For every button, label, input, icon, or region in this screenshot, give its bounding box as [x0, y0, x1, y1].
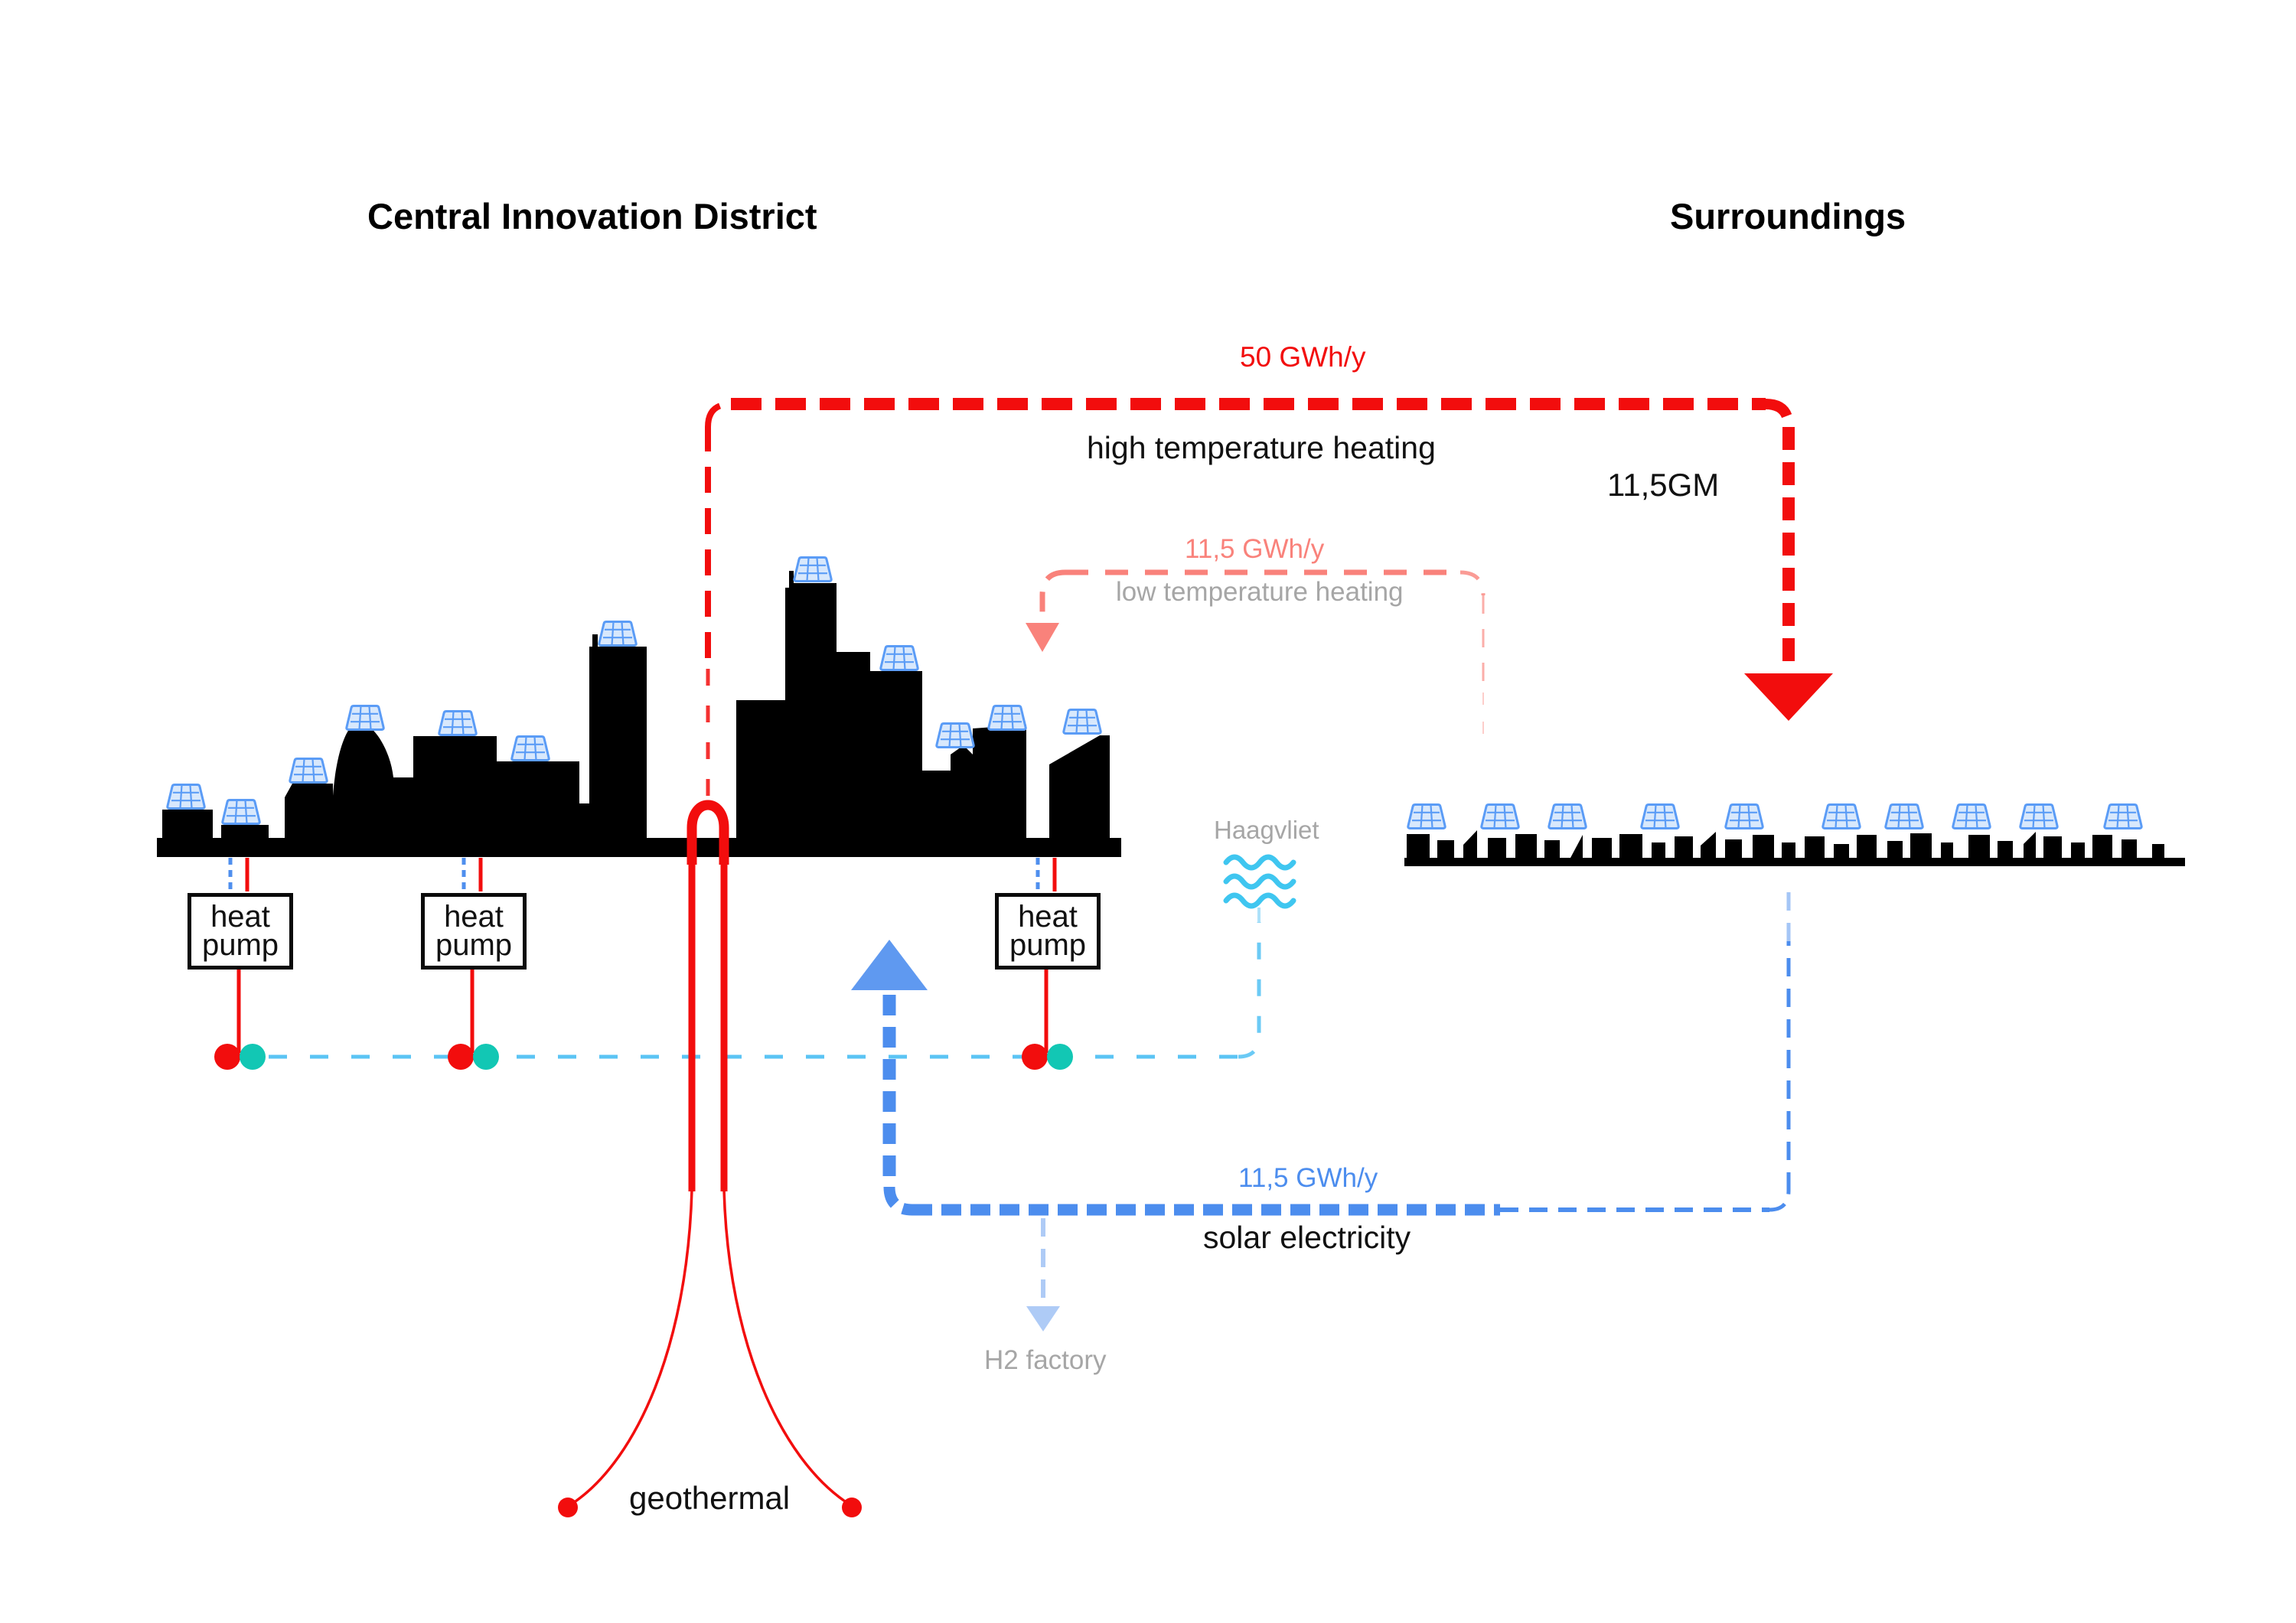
solar-panel-icon [935, 722, 975, 748]
solar-panel-icon [2019, 803, 2059, 829]
right-city-skyline [1404, 830, 2185, 866]
solar-panel-icon [510, 735, 550, 761]
solar-panel-icon [166, 784, 206, 810]
solar-panel-icon [1952, 803, 1991, 829]
heat-pump-label-line1: heat [444, 899, 504, 934]
heat-pump-label-line2: pump [201, 928, 279, 962]
high-temperature-heating-flow [705, 398, 1833, 796]
solar-panel-icon [793, 556, 833, 582]
heat-pump-box: heat pump [421, 893, 527, 970]
heat-pump-label-line1: heat [210, 899, 270, 934]
hot-side-dot [448, 1044, 474, 1070]
geothermal-loop [558, 800, 862, 1517]
pink-arrow-down-icon [1026, 623, 1059, 652]
hot-side-dot [1022, 1044, 1048, 1070]
cold-side-dot [240, 1044, 266, 1070]
solar-panel-icon [345, 705, 385, 731]
electricity-distribution-line [227, 908, 1261, 1059]
heat-pump-box: heat pump [995, 893, 1101, 970]
haagvliet-label: Haagvliet [1214, 816, 1319, 844]
district-title: Central Innovation District [367, 196, 817, 236]
geothermal-well-dot [842, 1498, 862, 1517]
solar-panel-icon [598, 621, 638, 647]
right-city-solar-panels [1407, 803, 2143, 829]
geothermal-label: geothermal [629, 1480, 791, 1516]
left-city-skyline [157, 571, 1121, 857]
solar-electricity-label: solar electricity [1203, 1220, 1411, 1255]
cold-side-dot [1047, 1044, 1073, 1070]
geothermal-well-dot [558, 1498, 578, 1517]
solar-panel-icon [879, 645, 919, 671]
high-temp-capacity-label: 11,5GM [1607, 467, 1720, 503]
solar-panel-icon [1548, 803, 1587, 829]
surroundings-title: Surroundings [1670, 196, 1906, 236]
solar-panel-icon [1640, 803, 1680, 829]
solar-panel-icon [2103, 803, 2143, 829]
red-arrow-down-icon [1744, 673, 1833, 721]
h2-factory-branch [1026, 1218, 1060, 1331]
high-temp-value-label: 50 GWh/y [1240, 341, 1366, 373]
solar-panel-icon [221, 799, 261, 825]
solar-panel-icon [1480, 803, 1520, 829]
solar-electricity-flow [851, 891, 1791, 1216]
solar-panel-icon [1407, 803, 1446, 829]
heat-pump-connections [214, 858, 1073, 1070]
solar-panel-icon [438, 710, 478, 736]
solar-electricity-value-label: 11,5 GWh/y [1238, 1163, 1378, 1193]
solar-panel-icon [1884, 803, 1924, 829]
low-temp-heating-label: low temperature heating [1116, 577, 1404, 607]
low-temperature-heating-flow [1026, 569, 1486, 746]
solar-panel-icon [1821, 803, 1861, 829]
low-temp-value-label: 11,5 GWh/y [1185, 534, 1325, 564]
heat-pump-label-line2: pump [435, 928, 513, 962]
h2-factory-label: H2 factory [984, 1345, 1107, 1375]
solar-panel-icon [1062, 709, 1102, 735]
faded-blue-arrow-down-icon [1026, 1306, 1060, 1331]
hot-side-dot [214, 1044, 240, 1070]
heat-pump-label-line2: pump [1009, 928, 1087, 962]
high-temp-heating-label: high temperature heating [1087, 430, 1436, 465]
solar-panel-icon [289, 758, 328, 784]
solar-panel-icon [987, 705, 1027, 731]
heat-pump-label-line1: heat [1018, 899, 1078, 934]
cold-side-dot [473, 1044, 499, 1070]
heat-pump-box: heat pump [188, 893, 293, 970]
blue-arrow-up-icon [851, 940, 928, 990]
solar-panel-icon [1724, 803, 1764, 829]
water-waves-icon [1223, 854, 1296, 909]
